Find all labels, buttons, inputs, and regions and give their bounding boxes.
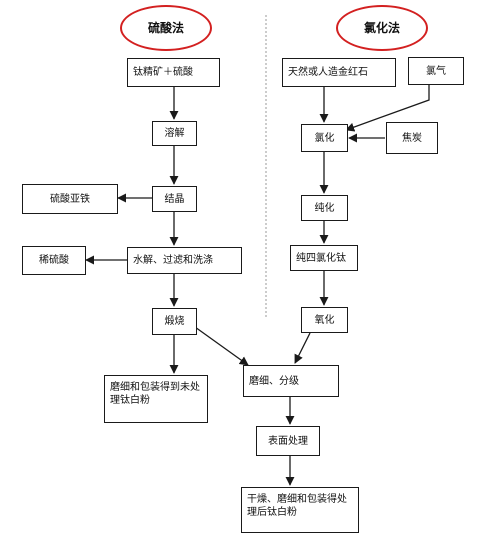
box-untreated-product: 磨细和包装得到未处理钛白粉 xyxy=(104,375,208,423)
sulfate-process-title: 硫酸法 xyxy=(120,5,212,51)
box-chloride-raw-materials: 天然或人造金红石 xyxy=(282,58,396,87)
box-dilute-acid: 稀硫酸 xyxy=(22,246,86,275)
box-sulfate-raw-materials: 钛精矿＋硫酸 xyxy=(127,58,220,87)
box-surface-treatment: 表面处理 xyxy=(256,426,320,456)
box-coke: 焦炭 xyxy=(386,122,438,154)
box-ferrous-sulfate: 硫酸亚铁 xyxy=(22,184,118,214)
box-crystallize: 结晶 xyxy=(152,186,197,212)
box-oxidize: 氧化 xyxy=(301,307,348,333)
box-purify: 纯化 xyxy=(301,195,348,221)
box-grind-classify: 磨细、分级 xyxy=(243,365,339,397)
arrow-oxidize-to-grind xyxy=(294,332,311,364)
chloride-process-title: 氯化法 xyxy=(336,5,428,51)
box-calcine: 煅烧 xyxy=(152,308,197,335)
arrow-calcine-to-grind xyxy=(194,326,249,366)
box-hydrolysis: 水解、过滤和洗涤 xyxy=(127,247,242,274)
box-dissolve: 溶解 xyxy=(152,121,197,146)
box-chlorinate: 氯化 xyxy=(301,124,348,152)
box-treated-product: 干燥、磨细和包装得处理后钛白粉 xyxy=(241,487,359,533)
arrow-chlorine-to-chlorinate xyxy=(345,85,430,132)
box-ticl4: 纯四氯化钛 xyxy=(290,245,358,271)
box-chlorine-gas: 氯气 xyxy=(408,57,464,85)
